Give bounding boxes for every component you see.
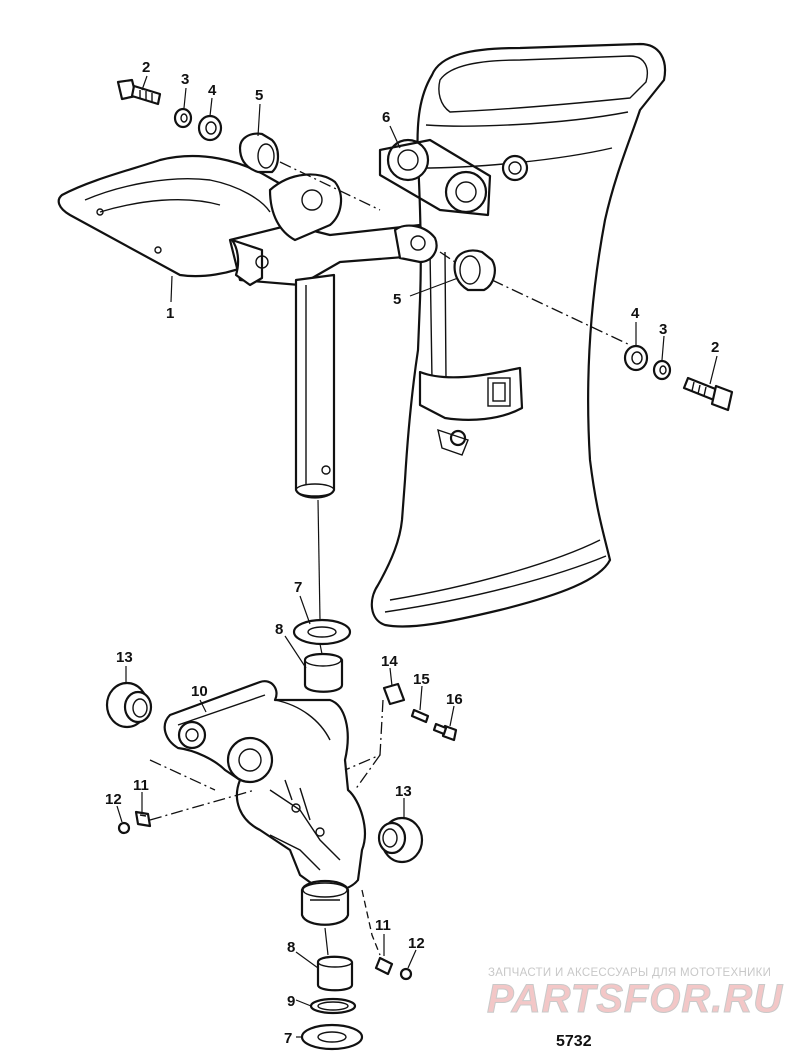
upper-bushing-stack [292,618,352,693]
screw-nut-left [117,810,152,835]
callout-4: 4 [208,82,217,99]
swivel-bracket [163,680,366,926]
hardware-14-15-16 [382,682,458,742]
callout-11: 11 [133,777,149,794]
callout-15: 15 [413,671,430,688]
callout-7: 7 [284,1030,292,1047]
callout-9: 9 [287,993,295,1010]
driveshaft-housing [370,42,667,628]
plug-left [105,681,153,729]
plug-right [377,816,424,864]
callout-3: 3 [181,71,189,88]
assembly-axis-line [317,499,321,621]
steering-mount-bracket [57,154,438,287]
watermark-brand: PARTSFOR.RU [487,977,783,1021]
callout-16: 16 [446,691,463,708]
callout-1: 1 [166,305,174,322]
callout-14: 14 [381,653,398,670]
callout-leaders [116,75,718,1038]
callout-2: 2 [711,339,719,356]
callout-8: 8 [287,939,295,956]
callout-6: 6 [382,109,390,126]
callout-8: 8 [275,621,283,638]
callout-13: 13 [116,649,133,666]
callout-12: 12 [408,935,425,952]
callout-7: 7 [294,579,302,596]
lower-bushing-stack [300,927,364,1051]
callout-12: 12 [105,791,122,808]
callout-5: 5 [393,291,401,308]
upper-left-hardware [116,78,381,211]
callout-10: 10 [191,683,208,700]
bracket-axis-lines [149,699,384,821]
callout-3: 3 [659,321,667,338]
watermark-tagline: ЗАПЧАСТИ И АКСЕССУАРЫ ДЛЯ МОТОТЕХНИКИ [488,967,771,979]
callout-11: 11 [375,917,391,934]
callout-4: 4 [631,305,640,322]
callout-13: 13 [395,783,412,800]
figure-number: 5732 [556,1033,592,1050]
callout-2: 2 [142,59,150,76]
upper-right-hardware [439,249,734,412]
callout-labels: 2 3 4 5 6 1 5 4 3 2 7 8 13 10 14 15 16 1… [105,59,719,1047]
steering-tube [294,273,336,499]
callout-5: 5 [255,87,263,104]
screw-nut-right [361,889,413,981]
